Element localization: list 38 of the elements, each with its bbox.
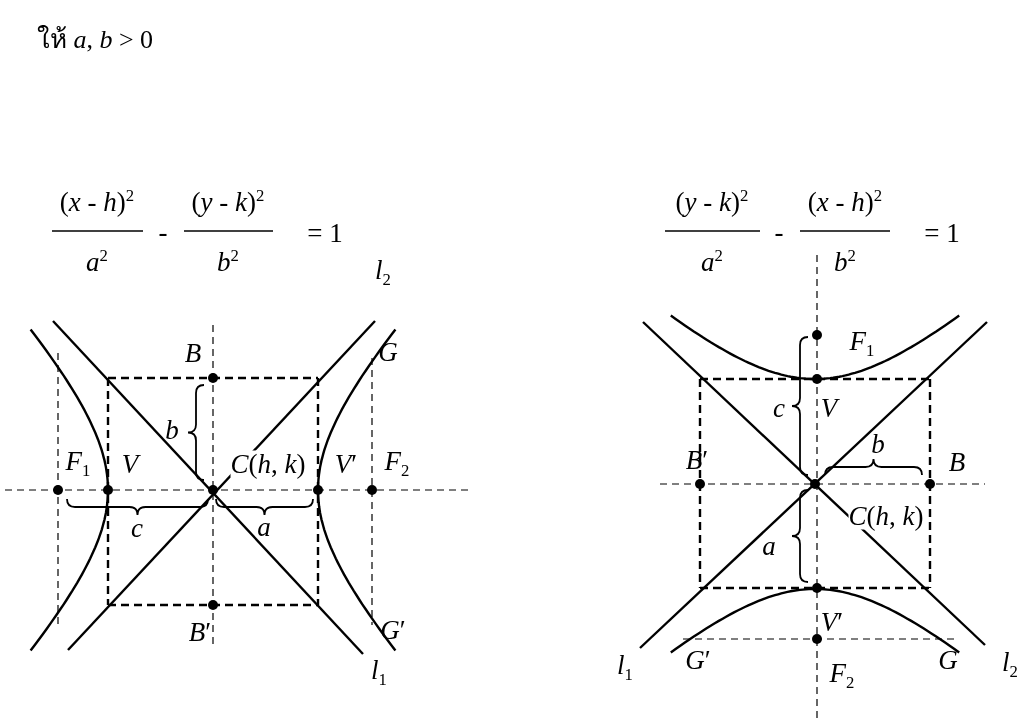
equation-term: b$^{2}$ xyxy=(217,248,239,276)
equation-term: (x - h)$^{2}$ xyxy=(59,188,135,216)
point-label: F$_{2}$ xyxy=(829,659,855,693)
equation-term: (y - k)$^{2}$ xyxy=(675,188,749,216)
equation-term: a$^{2}$ xyxy=(86,248,108,276)
brace-label: b xyxy=(165,416,179,444)
brace-label: c xyxy=(131,514,143,542)
equation-term: = 1 xyxy=(307,219,343,247)
point-label: B xyxy=(948,448,966,476)
point-label: C(h, k) xyxy=(230,450,306,478)
point-label: B′ xyxy=(188,618,212,646)
point-label: G′ xyxy=(685,646,711,674)
point-label: V′ xyxy=(820,608,844,636)
condition-text: ให้ a, b > 0 xyxy=(36,27,154,53)
asymptote-label: l$_{2}$ xyxy=(375,256,391,290)
equation-term: = 1 xyxy=(924,219,960,247)
point-label: V′ xyxy=(334,450,358,478)
brace-label: a xyxy=(257,513,271,541)
brace-label: a xyxy=(762,532,776,560)
point-label: B xyxy=(184,339,202,367)
point-label: V xyxy=(121,450,139,478)
asymptote-label: l$_{2}$ xyxy=(1002,648,1018,682)
equation-term: b$^{2}$ xyxy=(834,248,856,276)
equation-term: (y - k)$^{2}$ xyxy=(191,188,265,216)
brace-label: b xyxy=(871,430,885,458)
equation-term: a$^{2}$ xyxy=(701,248,723,276)
asymptote-label: l$_{1}$ xyxy=(617,651,633,685)
point-label: F$_{2}$ xyxy=(384,447,410,481)
point-label: F$_{1}$ xyxy=(849,327,875,361)
equation-term: (x - h)$^{2}$ xyxy=(807,188,883,216)
point-label: F$_{1}$ xyxy=(65,447,91,481)
point-label: V xyxy=(820,394,838,422)
asymptote-label: l$_{1}$ xyxy=(371,656,387,690)
minus-sign: - xyxy=(158,218,168,246)
brace-label: c xyxy=(773,394,785,422)
point-label: G xyxy=(938,646,958,674)
minus-sign: - xyxy=(774,218,784,246)
point-label: C(h, k) xyxy=(848,502,924,530)
